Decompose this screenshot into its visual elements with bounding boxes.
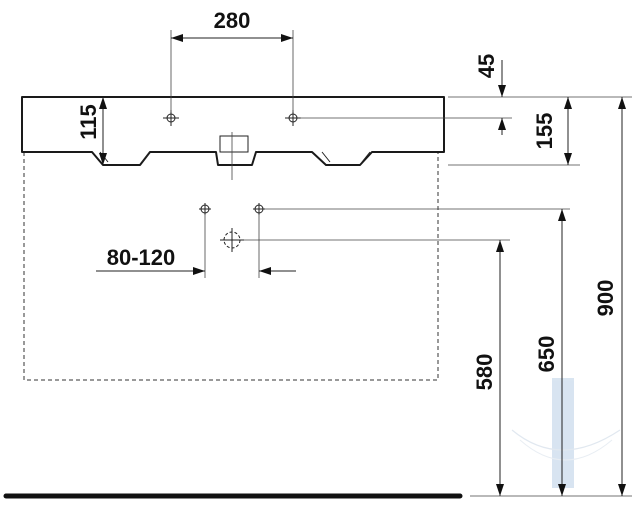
supply-marker-right (253, 203, 265, 215)
dimension-80-120: 80-120 (96, 214, 296, 278)
tap-hole-right (285, 110, 301, 126)
cabinet-outline (23, 152, 439, 381)
supply-marker-left (199, 203, 211, 215)
dim-label-900: 900 (593, 280, 618, 317)
drain-outlet-marker (220, 228, 244, 252)
basin-body (21, 96, 445, 166)
dimension-650: 650 (265, 208, 570, 496)
tap-hole-left (163, 110, 179, 126)
dimension-115: 115 (76, 97, 107, 165)
watermark-graphic (511, 378, 621, 488)
dim-label-80-120: 80-120 (107, 245, 176, 270)
dimension-280: 280 (170, 8, 294, 112)
dim-label-45: 45 (474, 54, 499, 78)
dim-label-115: 115 (76, 104, 101, 140)
dimension-900: 900 (470, 96, 632, 497)
dim-label-155: 155 (532, 113, 557, 150)
dim-label-650: 650 (534, 336, 559, 373)
dimension-580: 580 (244, 239, 510, 496)
dimension-155: 155 (448, 96, 580, 166)
dimension-45: 45 (300, 54, 512, 135)
dim-label-580: 580 (472, 354, 497, 391)
dim-label-280: 280 (214, 8, 251, 33)
